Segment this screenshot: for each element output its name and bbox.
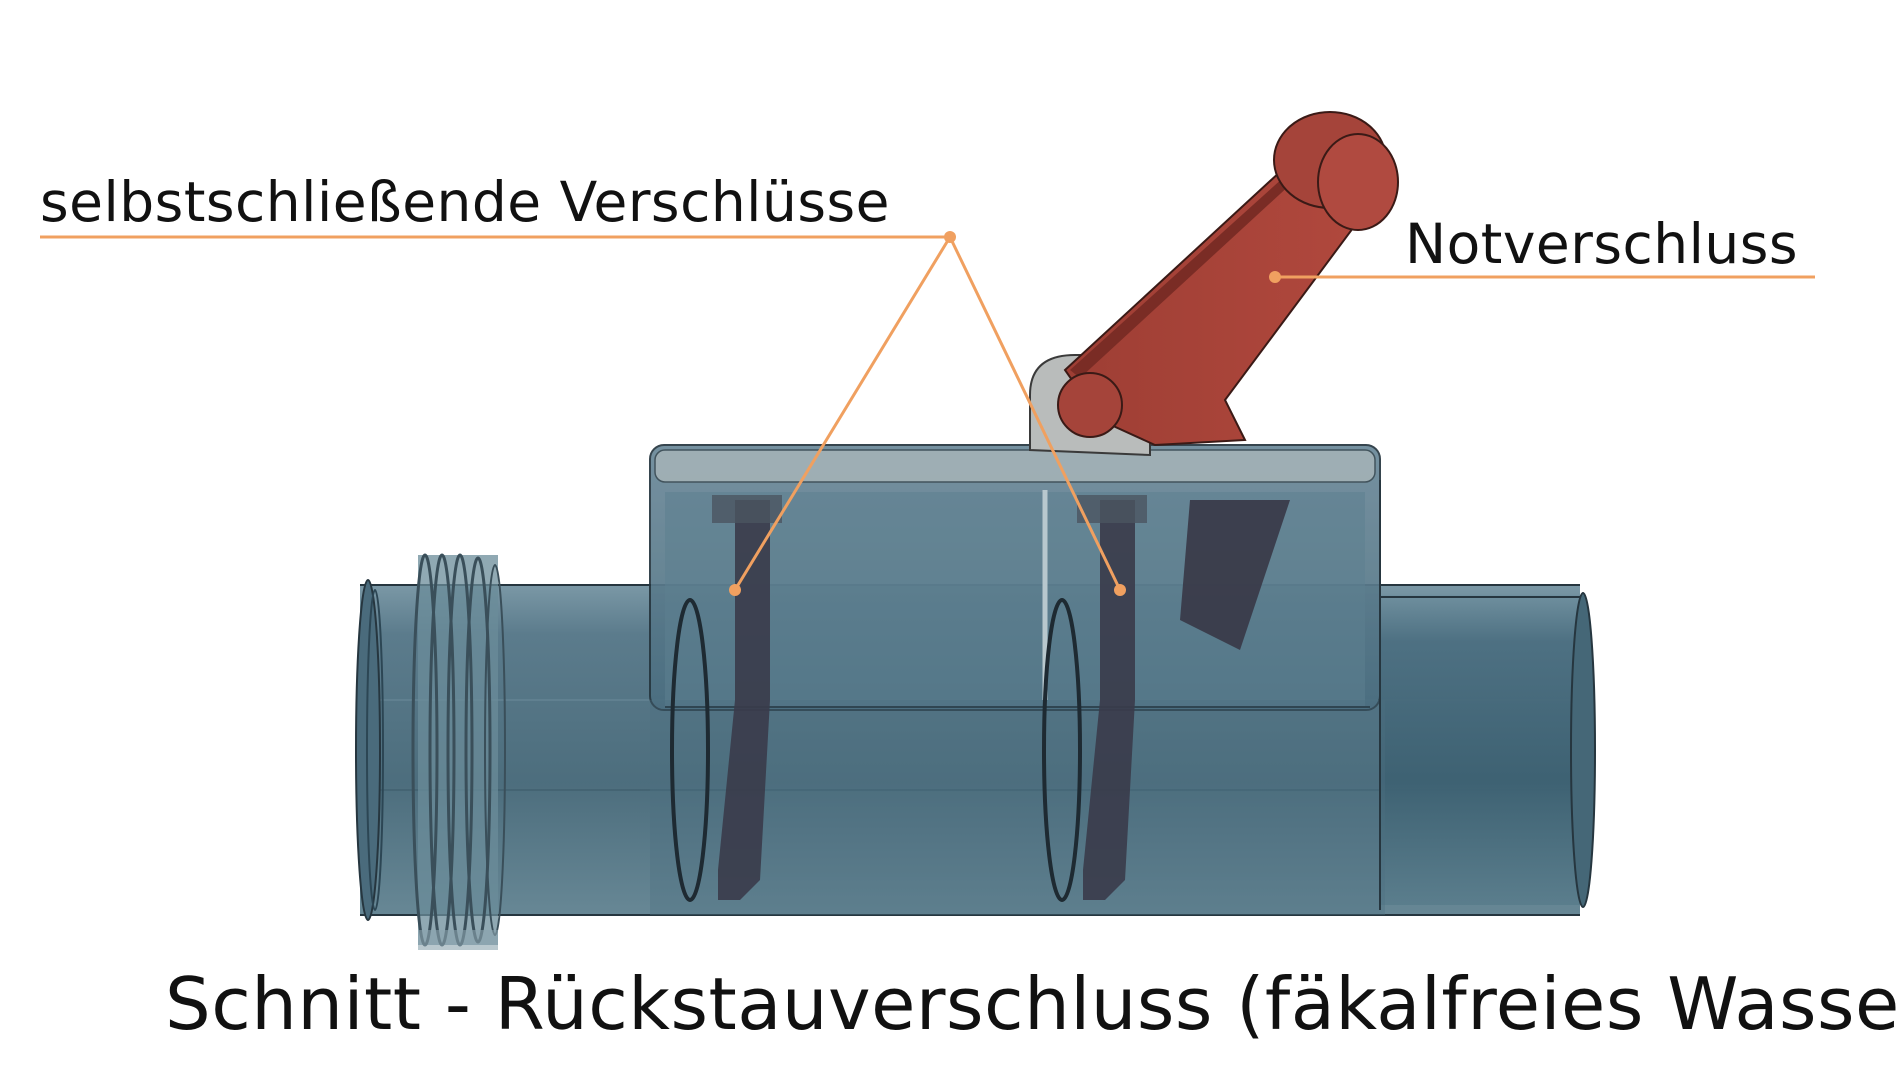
- label-emergency-closure: Notverschluss: [1405, 212, 1799, 276]
- leader-dots: [729, 231, 1281, 596]
- leader-dot-flap-2: [1114, 584, 1126, 596]
- leader-dot-flap-1: [729, 584, 741, 596]
- self-closing-flap-2: [1042, 495, 1147, 902]
- leader-dot-lever: [1269, 271, 1281, 283]
- label-self-closing-closures: selbstschließende Verschlüsse: [40, 170, 890, 234]
- right-pipe-end: [1380, 592, 1596, 908]
- left-pipe-end: [355, 579, 384, 921]
- emergency-closure-plate: [1180, 500, 1290, 650]
- leader-junction-dot: [944, 231, 956, 243]
- leader-to-flap-2: [948, 236, 1122, 591]
- leader-to-flap-1: [733, 236, 952, 591]
- figure-caption: Schnitt - Rückstauverschluss (fäkalfreie…: [165, 962, 1900, 1046]
- threaded-coupling: [411, 553, 506, 950]
- self-closing-flap-1: [670, 495, 782, 902]
- leader-lines: [40, 235, 1815, 591]
- emergency-lever: [1057, 111, 1399, 447]
